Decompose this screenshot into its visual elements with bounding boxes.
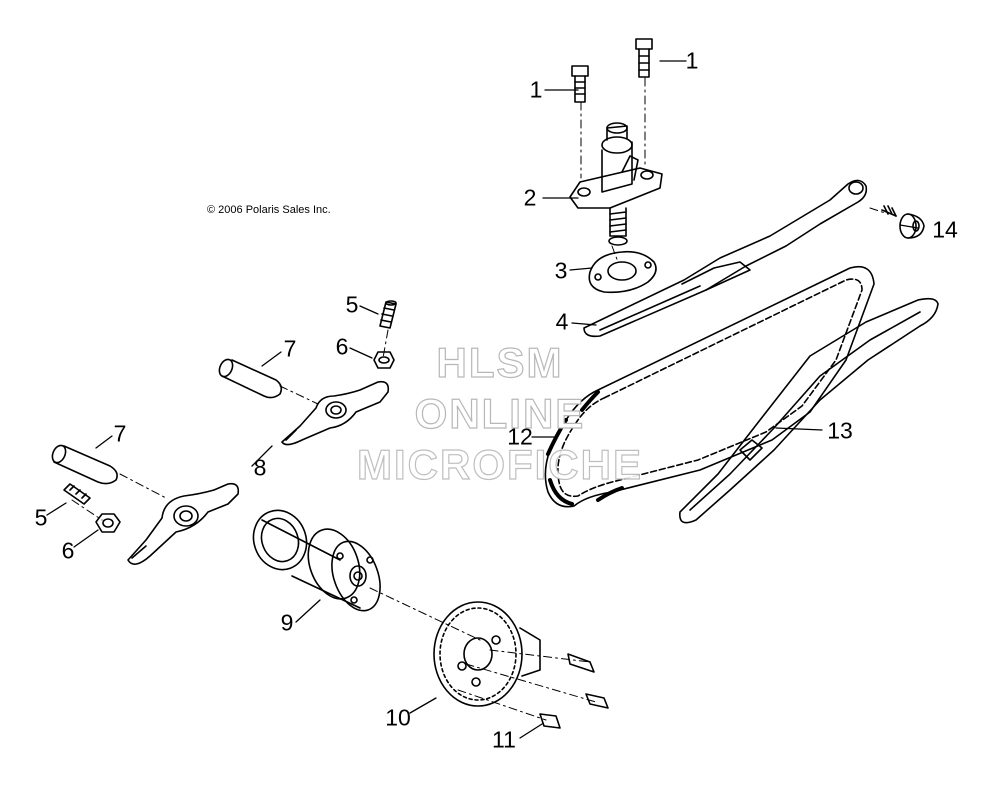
gasket-part-3 <box>588 250 657 294</box>
alignment-lines <box>71 77 886 721</box>
rocker-arm-part-8-lower <box>127 482 240 565</box>
rocker-arm-part-8-upper <box>281 380 390 446</box>
callout-part-10: 10 <box>385 704 411 731</box>
watermark-line-3: MICROFICHE <box>356 441 643 488</box>
leader-lines <box>46 60 919 739</box>
callout-part-9: 9 <box>280 609 294 636</box>
watermark-line-2: ONLINE <box>414 390 586 437</box>
callout-part-11: 11 <box>492 726 516 753</box>
rocker-shaft-part-7-lower <box>51 444 118 485</box>
callout-part-4: 4 <box>555 308 569 335</box>
callout-part-7: 7 <box>283 335 297 362</box>
callout-part-14: 14 <box>932 216 958 243</box>
adjuster-screw-part-5-lower <box>63 483 91 505</box>
callout-part-5: 5 <box>34 504 48 531</box>
callout-part-3: 3 <box>554 257 568 284</box>
callout-part-6: 6 <box>61 537 75 564</box>
bolt-part-1-right <box>635 38 653 78</box>
rocker-shaft-part-7-upper <box>218 358 283 399</box>
tensioner-guide-part-4 <box>583 179 868 338</box>
cam-chain-tensioner-part-2 <box>569 122 663 246</box>
callout-part-1: 1 <box>529 76 543 103</box>
lock-nut-part-6-upper <box>373 351 395 369</box>
callout-part-12: 12 <box>507 423 533 450</box>
watermark-line-1: HLSM <box>436 339 564 386</box>
camshaft-part-9 <box>252 509 381 612</box>
callout-part-2: 2 <box>523 184 537 211</box>
bolt-part-1-left <box>571 65 589 103</box>
sprocket-bolts-part-11 <box>539 653 609 729</box>
callout-part-7: 7 <box>113 420 127 447</box>
adjuster-screw-part-5-upper <box>379 300 397 329</box>
cam-sprocket-part-10 <box>433 601 541 707</box>
callout-part-8: 8 <box>253 454 267 481</box>
callout-part-13: 13 <box>827 417 853 444</box>
pivot-bolt-part-14 <box>881 205 925 239</box>
callout-part-6: 6 <box>335 333 349 360</box>
chain-guide-part-13 <box>679 297 939 524</box>
callout-part-5: 5 <box>345 291 359 318</box>
callout-part-1: 1 <box>685 47 699 74</box>
lock-nut-part-6-lower <box>95 513 121 533</box>
copyright-text: © 2006 Polaris Sales Inc. <box>207 204 331 216</box>
cam-chain-part-12 <box>544 265 875 508</box>
